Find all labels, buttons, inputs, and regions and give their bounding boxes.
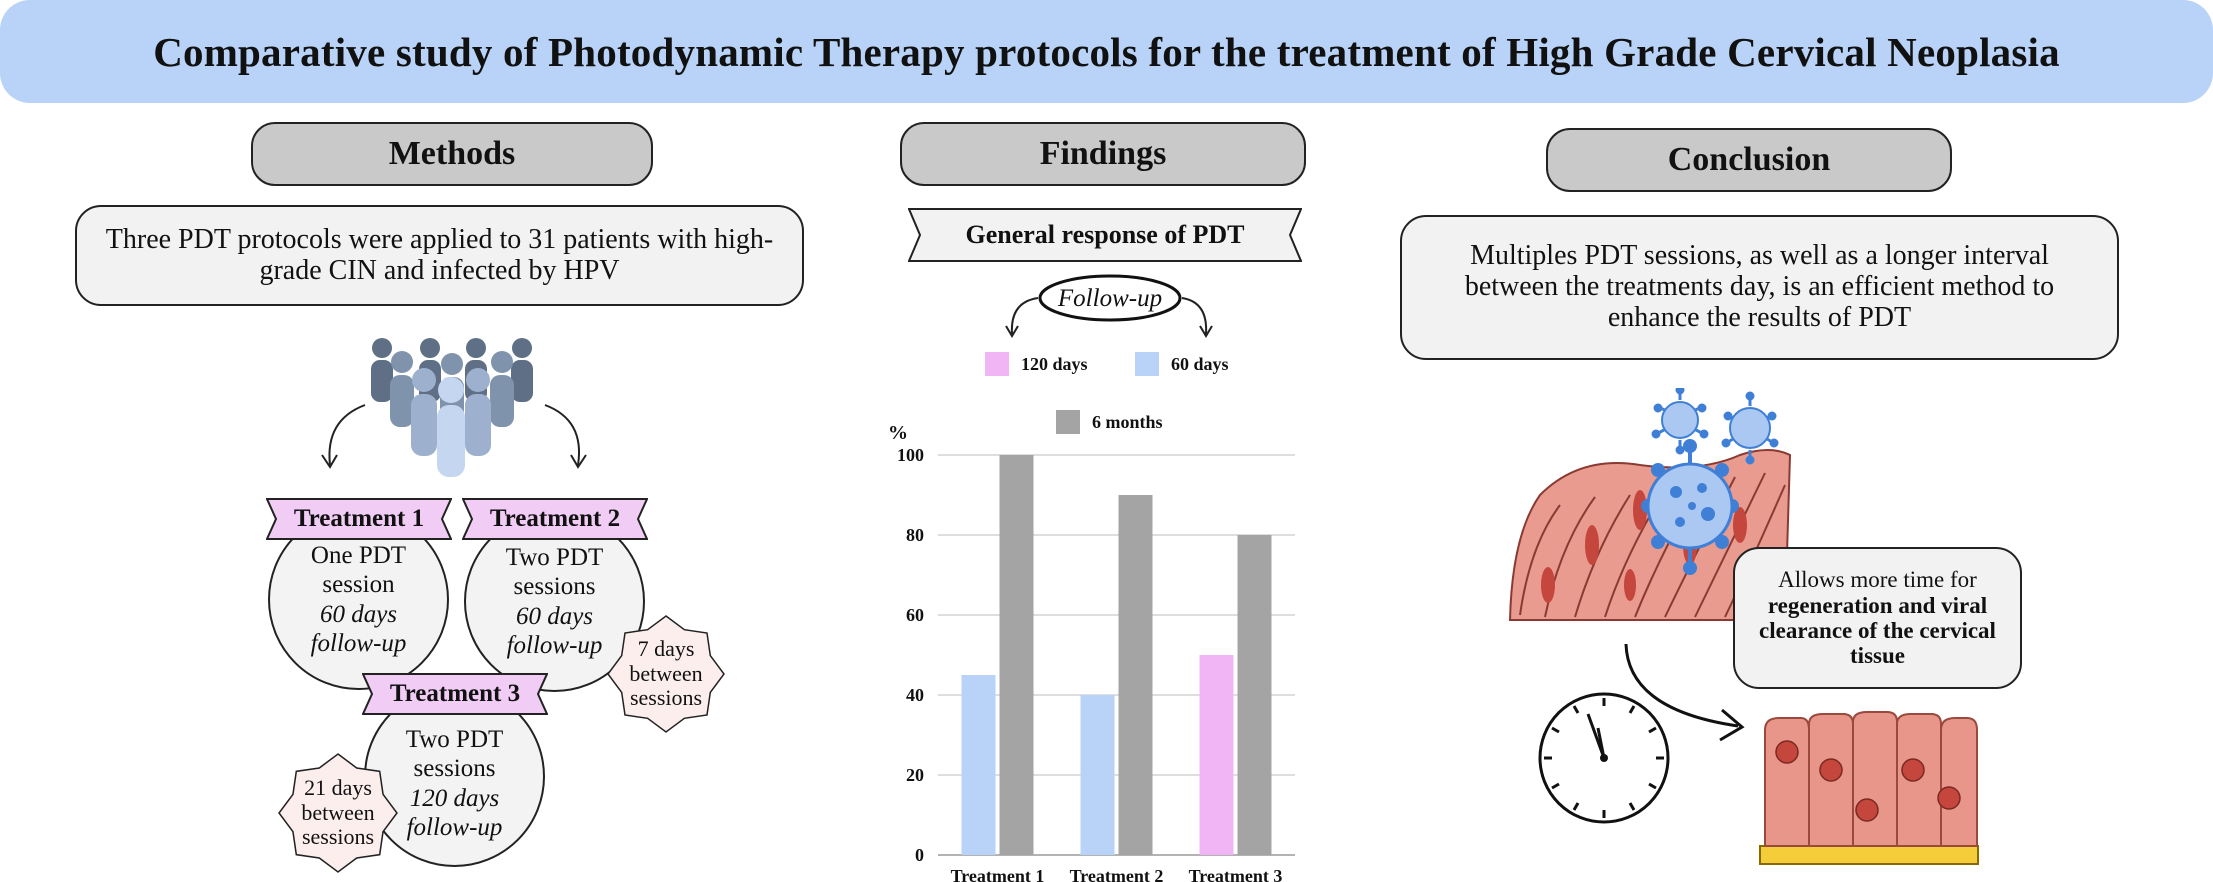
clock-tick <box>1551 726 1560 734</box>
treatment-2-label: Treatment 2 <box>489 505 621 532</box>
bar <box>999 455 1034 855</box>
treatment-3-ribbon-shape <box>362 673 548 715</box>
conclusion-text-box: Multiples PDT sessions, as well as a lon… <box>1400 215 2119 360</box>
bar <box>1118 495 1153 855</box>
split-arrows <box>321 404 587 469</box>
legend-label: 120 days <box>1021 354 1088 374</box>
y-tick-label: 100 <box>897 445 924 465</box>
treatment-2-line1: Two PDT <box>505 543 604 571</box>
y-tick-label: 20 <box>906 765 924 785</box>
patients-group-icon <box>371 338 533 477</box>
methods-header: Methods <box>251 122 653 186</box>
treatment-1-line1: One PDT <box>310 541 407 569</box>
bar <box>1199 655 1234 855</box>
treatment-3-line2: sessions <box>413 755 496 782</box>
interval-t2-label: 7 days between sessions <box>629 636 703 711</box>
y-tick-label: 40 <box>906 685 924 705</box>
interval-t2-star-shape <box>607 615 725 733</box>
x-tick-label: Treatment 3 <box>1189 866 1283 882</box>
treatment-3-label: Treatment 3 <box>389 680 521 707</box>
findings-subtitle-ribbon <box>908 208 1302 262</box>
treatment-3-line3: 120 days <box>409 784 500 812</box>
findings-header-label: Findings <box>1039 135 1167 172</box>
treatment-1-ribbon-shape <box>266 498 452 540</box>
x-tick-label: Treatment 1 <box>951 866 1045 882</box>
followup-graphic <box>1005 274 1213 338</box>
x-tick-label: Treatment 2 <box>1070 866 1164 882</box>
y-tick-label: 80 <box>906 525 924 545</box>
callout-plain: Allows more time for <box>1778 567 1977 593</box>
legend-label: 6 months <box>1092 412 1163 432</box>
treatment-2-line4: follow-up <box>506 632 603 659</box>
title-banner: Comparative study of Photodynamic Therap… <box>0 0 2213 103</box>
findings-subtitle: General response of PDT <box>965 220 1245 249</box>
bar <box>1080 695 1115 855</box>
conclusion-header-label: Conclusion <box>1667 141 1831 178</box>
y-axis-label: % <box>888 422 908 444</box>
interval-t3-star-shape <box>278 753 398 873</box>
legend-swatch <box>1135 352 1159 376</box>
treatment-1-line4: follow-up <box>310 630 407 657</box>
clock-tick <box>1572 705 1580 714</box>
treatment-3-line1: Two PDT <box>405 725 504 753</box>
conclusion-header: Conclusion <box>1546 128 1952 192</box>
legend-label: 60 days <box>1171 354 1229 374</box>
y-tick-label: 0 <box>915 845 924 865</box>
findings-header: Findings <box>900 122 1306 186</box>
conclusion-text: Multiples PDT sessions, as well as a lon… <box>1464 240 2055 333</box>
legend-swatch <box>1056 410 1080 434</box>
clock-tick <box>1572 802 1580 811</box>
virus-icon <box>1641 388 1779 575</box>
curved-arrow <box>1624 643 1745 742</box>
treatment-1-line3: 60 days <box>319 600 398 628</box>
y-tick-label: 60 <box>906 605 924 625</box>
treatment-1-label: Treatment 1 <box>293 505 425 532</box>
clock-tick <box>1628 705 1636 714</box>
clock-icon <box>1538 692 1670 824</box>
bar <box>961 675 996 855</box>
callout-box: Allows more time for regeneration and vi… <box>1733 547 2022 689</box>
treatment-2-line3: 60 days <box>515 602 594 630</box>
bar <box>1237 535 1272 855</box>
followup-label: Follow-up <box>1057 285 1163 312</box>
page-title: Comparative study of Photodynamic Therap… <box>153 28 2060 75</box>
treatment-2-ribbon-shape <box>462 498 648 540</box>
methods-description-box: Three PDT protocols were applied to 31 p… <box>75 205 804 306</box>
treatment-3-line4: follow-up <box>406 814 503 841</box>
treatment-1-line2: session <box>322 571 395 598</box>
clock-tick <box>1551 782 1560 790</box>
clock-tick <box>1648 782 1657 790</box>
healthy-tissue-illustration <box>1759 711 1979 865</box>
methods-description: Three PDT protocols were applied to 31 p… <box>105 223 774 286</box>
legend-swatch <box>985 352 1009 376</box>
clock-tick <box>1648 726 1657 734</box>
treatment-2-line2: sessions <box>513 573 596 600</box>
clock-tick <box>1628 802 1636 811</box>
findings-bar-chart: 120 days 60 days 6 months 0 20 40 60 80 100% Trea… <box>888 352 1295 882</box>
treatment-2-circle: Two PDT sessions 60 days follow-up <box>464 511 645 692</box>
methods-header-label: Methods <box>388 135 516 172</box>
callout-bold: regeneration and viral clearance of the … <box>1759 592 1996 669</box>
interval-t3-label: 21 days between sessions <box>301 775 375 850</box>
